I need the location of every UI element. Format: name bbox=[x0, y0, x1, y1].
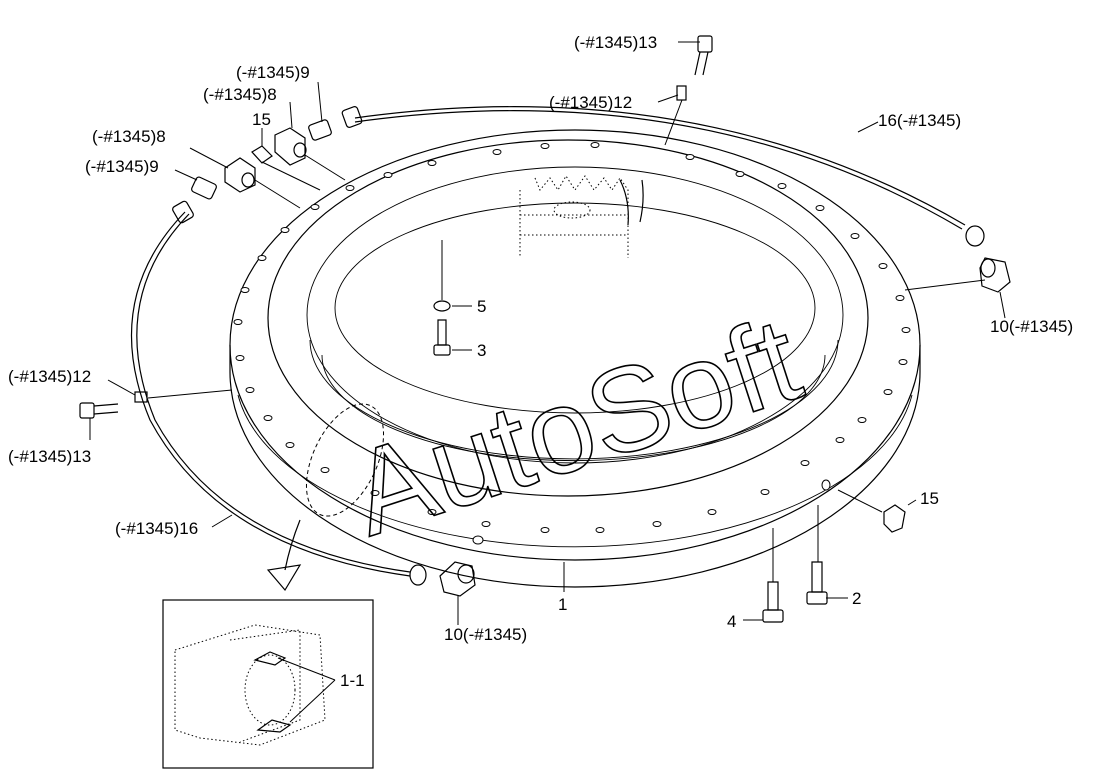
label-part-8-top: (-#1345)8 bbox=[203, 85, 277, 104]
elbow-fitting-10-bottom bbox=[439, 561, 476, 597]
grease-line-left bbox=[130, 200, 427, 586]
label-part-15-right: 15 bbox=[920, 489, 939, 508]
label-part-9-left: (-#1345)9 bbox=[85, 157, 159, 176]
elbow-fitting-8-left bbox=[224, 157, 256, 193]
adapter-9-top bbox=[308, 119, 332, 141]
adapter-9-left bbox=[191, 176, 217, 200]
elbow-fitting-8-top bbox=[274, 127, 307, 166]
label-part-13-top: (-#1345)13 bbox=[574, 33, 657, 52]
label-part-4: 4 bbox=[727, 612, 736, 631]
elbow-fitting-10-right bbox=[979, 257, 1011, 293]
label-part-8-left: (-#1345)8 bbox=[92, 127, 166, 146]
label-part-2: 2 bbox=[852, 589, 861, 608]
bolt-13-left bbox=[79, 402, 119, 419]
grease-nipple-15-right bbox=[883, 504, 906, 533]
detail-view-box bbox=[162, 599, 374, 769]
label-part-12-top: (-#1345)12 bbox=[549, 93, 632, 112]
callout-arrow-shaft bbox=[284, 519, 301, 571]
leader-lines bbox=[89, 41, 1006, 723]
bolt-4 bbox=[762, 581, 784, 623]
label-part-1-1: 1-1 bbox=[340, 671, 365, 690]
label-part-10-right: 10(-#1345) bbox=[990, 317, 1073, 336]
label-part-13-left: (-#1345)13 bbox=[8, 447, 91, 466]
label-part-15-top: 15 bbox=[252, 110, 271, 129]
bolt-2 bbox=[806, 561, 828, 605]
label-part-3: 3 bbox=[477, 341, 486, 360]
part-labels: (-#1345)13 (-#1345)12 (-#1345)9 (-#1345)… bbox=[8, 33, 1073, 690]
watermark-text: AutoSoft bbox=[336, 292, 815, 562]
washer-5 bbox=[433, 300, 451, 312]
label-part-10-bottom: 10(-#1345) bbox=[444, 625, 527, 644]
callout-arrow-head bbox=[266, 564, 302, 592]
detail-callout-ellipse bbox=[305, 403, 385, 517]
grease-line-right bbox=[341, 85, 985, 247]
flange-bolt-holes bbox=[233, 142, 911, 545]
label-part-12-left: (-#1345)12 bbox=[8, 367, 91, 386]
bolt-3 bbox=[433, 319, 451, 356]
label-part-5: 5 bbox=[477, 297, 486, 316]
label-part-1: 1 bbox=[558, 595, 567, 614]
bolt-13-top bbox=[694, 35, 713, 76]
label-part-16-left: (-#1345)16 bbox=[115, 519, 198, 538]
grease-nipple-15-top bbox=[251, 145, 273, 164]
slewing-ring bbox=[229, 129, 921, 588]
pinion-gear-phantom bbox=[519, 175, 644, 258]
label-part-9-top: (-#1345)9 bbox=[236, 63, 310, 82]
label-part-16-right: 16(-#1345) bbox=[878, 111, 961, 130]
